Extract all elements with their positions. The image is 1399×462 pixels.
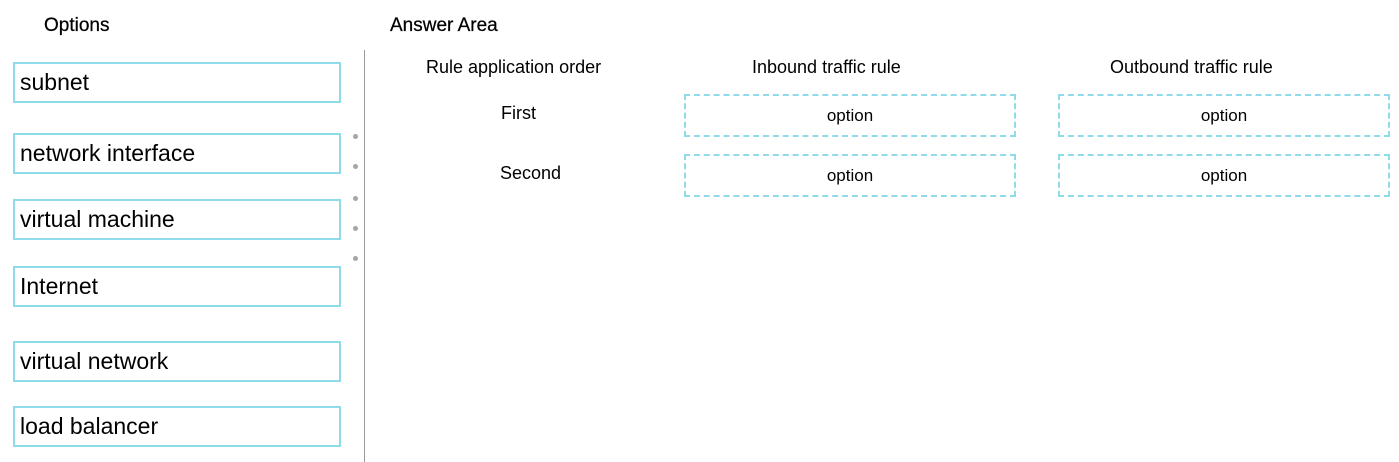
handle-dot bbox=[353, 134, 358, 139]
drop-target-second-outbound[interactable]: option bbox=[1058, 154, 1390, 197]
handle-dot bbox=[353, 226, 358, 231]
column-header-inbound: Inbound traffic rule bbox=[752, 57, 901, 77]
option-tile-internet[interactable]: Internet bbox=[13, 266, 341, 307]
answer-area-heading: Answer Area bbox=[390, 15, 498, 36]
option-tile-virtual-machine[interactable]: virtual machine bbox=[13, 199, 341, 240]
column-header-order: Rule application order bbox=[426, 57, 602, 77]
option-tile-subnet[interactable]: subnet bbox=[13, 62, 341, 103]
drop-target-second-inbound[interactable]: option bbox=[684, 154, 1016, 197]
panel-divider bbox=[364, 50, 365, 462]
handle-dot bbox=[353, 196, 358, 201]
handle-dot bbox=[353, 256, 358, 261]
option-tile-load-balancer[interactable]: load balancer bbox=[13, 406, 341, 447]
option-tile-network-interface[interactable]: network interface bbox=[13, 133, 341, 174]
option-tile-virtual-network[interactable]: virtual network bbox=[13, 341, 341, 382]
row-label-second: Second bbox=[500, 163, 562, 183]
handle-dot bbox=[353, 164, 358, 169]
column-header-outbound: Outbound traffic rule bbox=[1110, 57, 1273, 77]
drop-target-first-inbound[interactable]: option bbox=[684, 94, 1016, 137]
row-label-first: First bbox=[501, 103, 536, 123]
options-heading: Options bbox=[44, 15, 110, 36]
drop-target-first-outbound[interactable]: option bbox=[1058, 94, 1390, 137]
